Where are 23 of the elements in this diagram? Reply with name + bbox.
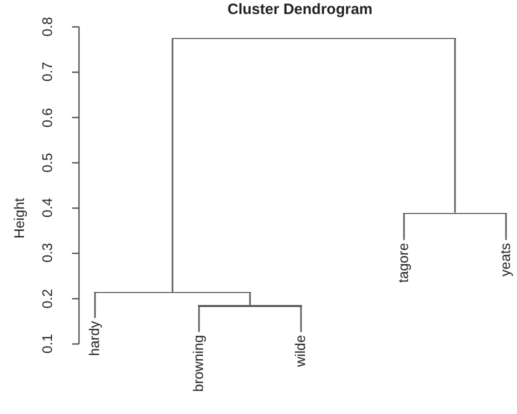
tick-label: 0.4 xyxy=(40,198,54,218)
branch-line xyxy=(300,306,302,332)
branch-line xyxy=(172,38,174,292)
tick-label: 0.7 xyxy=(40,62,54,82)
branch-line xyxy=(403,214,405,240)
leaf-label: yeats xyxy=(498,243,512,276)
branch-line xyxy=(505,214,507,240)
branch-line xyxy=(94,292,96,318)
branch-line xyxy=(454,38,456,213)
tick-label: 0.2 xyxy=(40,288,54,308)
branch-line xyxy=(198,306,200,332)
branch-line xyxy=(249,292,251,306)
axis-label: Height xyxy=(12,198,26,238)
tick-label: 0.3 xyxy=(40,243,54,263)
leaf-label: tagore xyxy=(396,243,410,283)
tick-label: 0.8 xyxy=(40,16,54,36)
tick-label: 0.6 xyxy=(40,108,54,127)
tick-label: 0.1 xyxy=(40,334,54,354)
leaf-label: hardy xyxy=(87,321,101,356)
leaf-label: browning xyxy=(191,335,205,392)
tick-label: 0.5 xyxy=(40,152,54,172)
chart-title: Cluster Dendrogram xyxy=(226,1,374,18)
leaf-label: wilde xyxy=(293,335,307,367)
